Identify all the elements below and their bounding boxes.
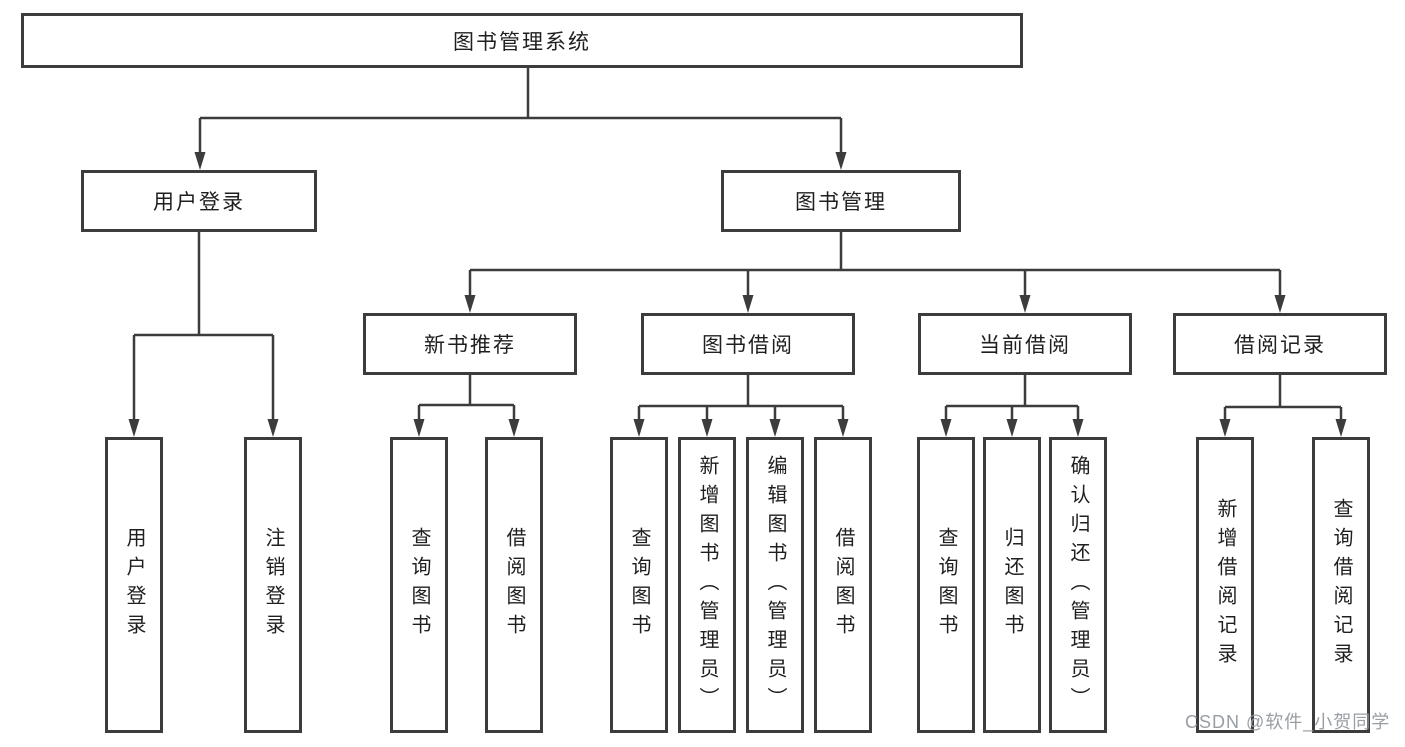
node-book-borrow: 图书借阅	[641, 313, 855, 375]
node-new-book-recommend: 新书推荐	[363, 313, 577, 375]
leaf-confirm-return-admin: 确认归还（管理员）	[1049, 437, 1107, 733]
leaf-query-borrow-record: 查询借阅记录	[1312, 437, 1370, 733]
leaf-return-books: 归还图书	[983, 437, 1041, 733]
edge-current-borrow-children	[944, 375, 1080, 422]
edge-borrow-records-children	[1223, 375, 1343, 422]
leaf-add-borrow-record: 新增借阅记录	[1196, 437, 1254, 733]
arrowheads	[128, 152, 1347, 437]
leaf-add-books-admin: 新增图书（管理员）	[678, 437, 736, 733]
edge-root-to-level2	[198, 68, 843, 156]
edge-user-login-children	[132, 232, 275, 422]
node-user-login: 用户登录	[81, 170, 317, 232]
leaf-edit-books-admin: 编辑图书（管理员）	[746, 437, 804, 733]
edge-book-borrow-children	[637, 375, 845, 422]
leaf-query-books-current: 查询图书	[917, 437, 975, 733]
leaf-logout: 注销登录	[244, 437, 302, 733]
leaf-borrow-books-recommend: 借阅图书	[485, 437, 543, 733]
edge-new-book-rec-children	[417, 375, 516, 422]
node-library-management-system: 图书管理系统	[21, 13, 1023, 68]
node-current-borrow: 当前借阅	[918, 313, 1132, 375]
node-borrow-records: 借阅记录	[1173, 313, 1387, 375]
edge-book-mgmt-children	[468, 232, 1282, 298]
leaf-user-login: 用户登录	[105, 437, 163, 733]
leaf-query-books-recommend: 查询图书	[390, 437, 448, 733]
leaf-borrow-books: 借阅图书	[814, 437, 872, 733]
leaf-query-books-borrow: 查询图书	[610, 437, 668, 733]
node-book-management: 图书管理	[721, 170, 961, 232]
csdn-watermark: CSDN @软件_小贺同学	[1185, 712, 1391, 732]
